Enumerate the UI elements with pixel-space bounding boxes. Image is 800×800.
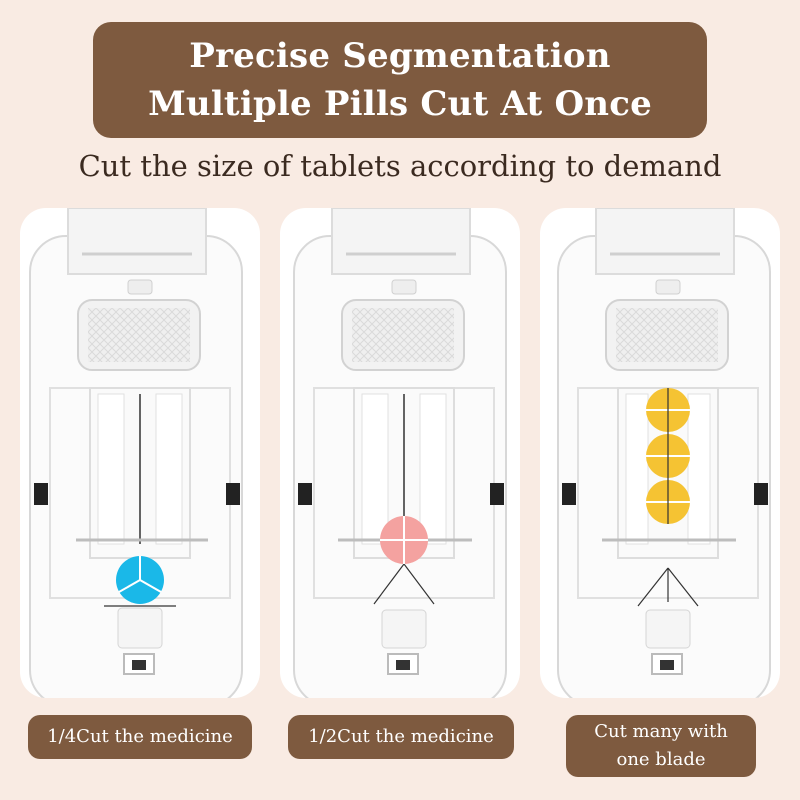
pill-stack bbox=[646, 388, 690, 524]
caption-text-line-2: one blade bbox=[616, 749, 706, 770]
title-line-1: Precise Segmentation bbox=[189, 36, 611, 76]
pill-cutter-illustration bbox=[29, 208, 243, 698]
grip-pattern bbox=[88, 308, 190, 362]
pill-cutter-illustration bbox=[557, 208, 771, 698]
caption-text: 1/4Cut the medicine bbox=[47, 726, 233, 747]
caption-text: 1/2Cut the medicine bbox=[308, 726, 494, 747]
pill-half bbox=[380, 516, 428, 564]
caption-text-line-1: Cut many with bbox=[594, 721, 728, 742]
panel-quarter-cut bbox=[20, 208, 260, 698]
caption-multi-cut: Cut many with one blade bbox=[566, 715, 756, 777]
subtitle: Cut the size of tablets according to dem… bbox=[78, 149, 722, 183]
pill-cutter-illustration bbox=[293, 208, 507, 698]
pill-quarter bbox=[116, 556, 164, 604]
caption-quarter-cut: 1/4Cut the medicine bbox=[28, 715, 252, 759]
caption-half-cut: 1/2Cut the medicine bbox=[288, 715, 514, 759]
panel-half-cut bbox=[280, 208, 520, 698]
title-banner: Precise Segmentation Multiple Pills Cut … bbox=[93, 22, 707, 138]
panel-multi-cut bbox=[540, 208, 780, 698]
title-line-2: Multiple Pills Cut At Once bbox=[148, 84, 652, 124]
